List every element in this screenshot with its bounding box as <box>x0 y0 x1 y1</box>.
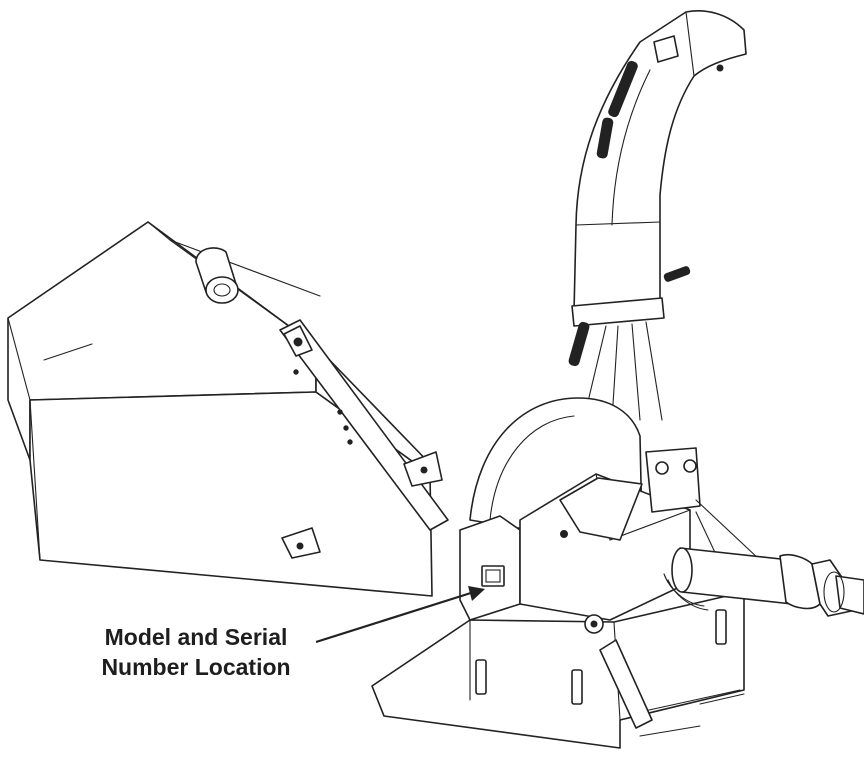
pto-driveshaft <box>663 547 864 617</box>
model-serial-callout: Model and Serial Number Location <box>66 622 326 682</box>
discharge-chute <box>568 10 747 421</box>
callout-line-2: Number Location <box>101 654 291 680</box>
serial-plate <box>481 565 505 587</box>
infeed-hopper <box>7 221 449 597</box>
mounting-frame <box>371 447 761 749</box>
callout-arrow <box>315 586 485 644</box>
callout-line-1: Model and Serial <box>104 624 288 650</box>
